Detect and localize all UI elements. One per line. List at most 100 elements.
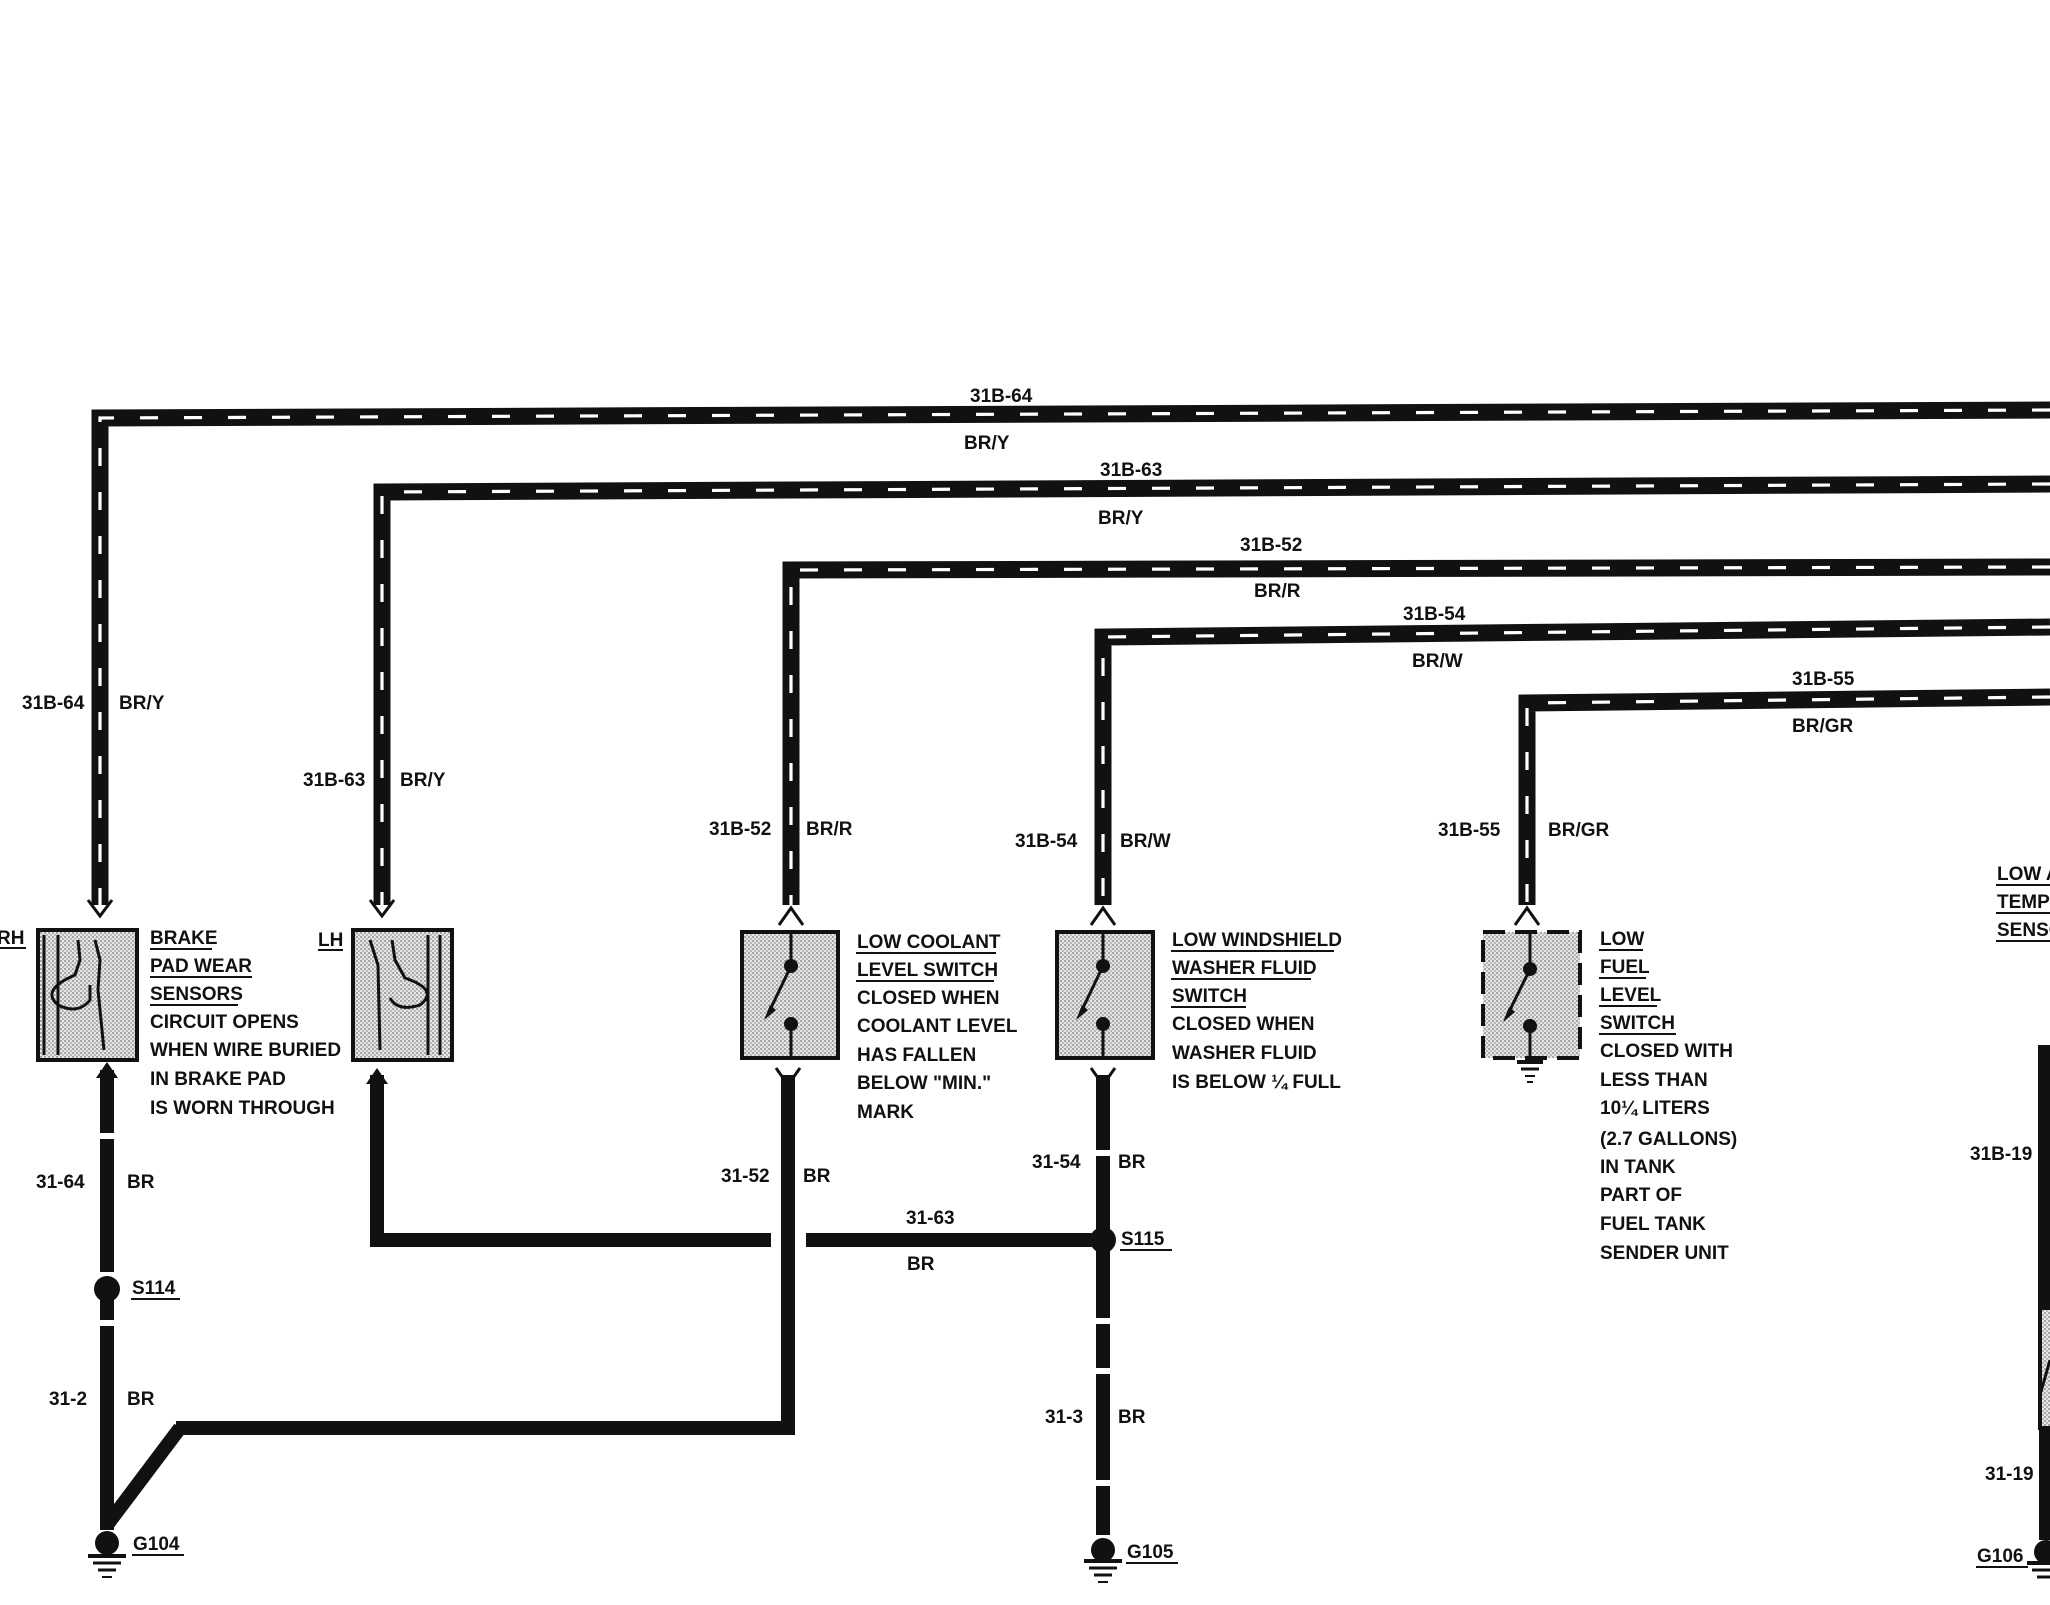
brake-title-2: PAD WEAR [150,956,252,977]
coolant-switch [740,930,840,1060]
splice-s114-dot [94,1276,120,1302]
temp-sensor-partial [2038,1045,2050,1540]
label-31-3-color: BR [1118,1407,1146,1428]
label-31b-64-top-color: BR/Y [964,433,1010,454]
label-31-2: 31-2 [49,1389,87,1410]
washer-title-2: WASHER FLUID [1172,958,1317,979]
ground-g105-symbol [1084,1538,1122,1583]
label-31-63: 31-63 [906,1208,955,1229]
brake-sensor-text: BRAKE PAD WEAR SENSORS CIRCUIT OPENS WHE… [150,928,341,1119]
connector-coolant-top [777,905,805,926]
fuel-desc-6: PART OF [1600,1185,1682,1206]
label-31-3: 31-3 [1045,1407,1083,1428]
fuel-title-2: FUEL [1600,957,1650,978]
fuel-title-1: LOW [1600,929,1644,950]
label-31-54-color: BR [1118,1152,1146,1173]
label-31b-63-top-color: BR/Y [1098,508,1144,529]
washer-desc-1: CLOSED WHEN [1172,1014,1315,1035]
label-31b-63-top: 31B-63 [1100,460,1162,481]
label-ground-g106: G106 [1977,1546,2023,1567]
fuel-desc-1: CLOSED WITH [1600,1041,1733,1062]
label-31b-52-top: 31B-52 [1240,535,1302,556]
label-31b-64-v-color: BR/Y [119,693,165,714]
connector-rh-top [86,899,114,919]
fuel-desc-7: FUEL TANK [1600,1214,1706,1235]
coolant-desc-2: COOLANT LEVEL [857,1016,1018,1037]
temp-title-2: TEMP [1997,892,2050,913]
label-31-64-color: BR [127,1172,155,1193]
wire-31b-55 [1518,688,2050,905]
label-31b-55-top: 31B-55 [1792,669,1855,690]
coolant-desc-1: CLOSED WHEN [857,988,1000,1009]
label-31b-54-v-color: BR/W [1120,831,1171,852]
coolant-switch-text: LOW COOLANT LEVEL SWITCH CLOSED WHEN COO… [856,932,1018,1123]
label-31b-64-top: 31B-64 [970,386,1033,407]
coolant-desc-5: MARK [857,1102,914,1123]
brake-desc-3: IN BRAKE PAD [150,1069,286,1090]
label-31b-55-v: 31B-55 [1438,820,1501,841]
coolant-title-1: LOW COOLANT [857,932,1001,953]
fuel-desc-2: LESS THAN [1600,1070,1708,1091]
wire-31b-52 [782,558,2050,905]
label-rh: RH [0,928,24,949]
wire-breaks [95,1133,1115,1486]
wire-31-54 [1089,1067,1117,1240]
brake-desc-4: IS WORN THROUGH [150,1098,335,1119]
label-31b-54-top-color: BR/W [1412,651,1463,672]
label-splice-s115: S115 [1121,1229,1165,1250]
brake-desc-1: CIRCUIT OPENS [150,1012,299,1033]
ground-g104-symbol [88,1531,126,1578]
label-31-63-color: BR [907,1254,935,1275]
connector-fuel-top [1513,905,1541,926]
fuel-switch-text: LOW FUEL LEVEL SWITCH CLOSED WITH LESS T… [1599,929,1737,1264]
label-31b-19: 31B-19 [1970,1144,2032,1165]
temp-title-1: LOW A [1997,864,2050,885]
temp-sensor-text: LOW A TEMP SENSO [1996,864,2050,942]
fuel-desc-4: (2.7 GALLONS) [1600,1129,1737,1150]
brake-title-3: SENSORS [150,984,243,1005]
brake-sensor-lh [351,928,454,1062]
fuel-title-4: SWITCH [1600,1013,1675,1034]
brake-sensor-rh [36,928,139,1062]
temp-title-3: SENSO [1997,920,2050,941]
label-31b-54-v: 31B-54 [1015,831,1078,852]
fuel-desc-3: 10¼ LITERS [1600,1098,1710,1119]
connector-lh-top [368,899,396,919]
wire-31b-63 [373,475,2050,905]
label-31b-52-v: 31B-52 [709,819,771,840]
label-lh: LH [318,930,343,951]
label-31-52: 31-52 [721,1166,770,1187]
washer-title-1: LOW WINDSHIELD [1172,930,1342,951]
brake-title-1: BRAKE [150,928,218,949]
label-31b-55-v-color: BR/GR [1548,820,1610,841]
wire-31b-54 [1094,618,2050,905]
label-ground-g105: G105 [1127,1542,1174,1563]
wire-31-2 [100,1300,795,1530]
label-31b-54-top: 31B-54 [1403,604,1466,625]
washer-title-3: SWITCH [1172,986,1247,1007]
splice-s115-dot [1090,1227,1116,1253]
washer-switch [1055,930,1155,1060]
wire-31b-64 [91,401,2050,905]
label-31b-64-v: 31B-64 [22,693,85,714]
label-31b-55-top-color: BR/GR [1792,716,1854,737]
label-31b-52-v-color: BR/R [806,819,853,840]
washer-desc-2: WASHER FLUID [1172,1043,1317,1064]
ground-g106-symbol [2027,1540,2050,1579]
coolant-title-2: LEVEL SWITCH [857,960,998,981]
washer-switch-text: LOW WINDSHIELD WASHER FLUID SWITCH CLOSE… [1171,930,1342,1093]
coolant-desc-3: HAS FALLEN [857,1045,976,1066]
label-31-64: 31-64 [36,1172,85,1193]
label-31-54: 31-54 [1032,1152,1081,1173]
label-31-2-color: BR [127,1389,155,1410]
wire-31-52 [774,1067,802,1435]
fuel-desc-8: SENDER UNIT [1600,1243,1729,1264]
fuel-switch [1481,930,1582,1083]
wire-31-64 [96,1062,118,1272]
label-31b-52-top-color: BR/R [1254,581,1301,602]
label-ground-g104: G104 [133,1534,180,1555]
label-31b-63-v: 31B-63 [303,770,365,791]
brake-desc-2: WHEN WIRE BURIED [150,1040,341,1061]
